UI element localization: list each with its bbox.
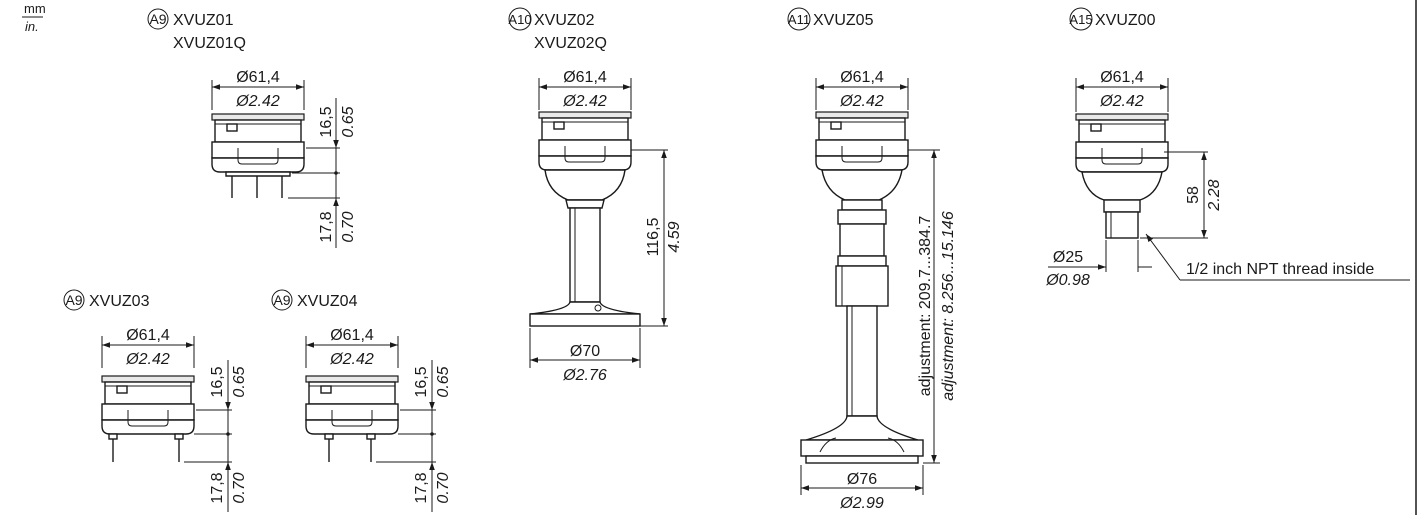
model-code: XVUZ05 <box>813 12 874 29</box>
height1-mm: 16,5 <box>318 106 335 137</box>
thread-note: 1/2 inch NPT thread inside <box>1186 261 1374 278</box>
diameter-mm: Ø61,4 <box>1100 69 1144 86</box>
diameter-mm: Ø61,4 <box>236 69 280 86</box>
model-code: XVUZ01 <box>173 12 234 29</box>
view-badge: A9 <box>149 11 166 27</box>
diameter-mm: Ø61,4 <box>330 327 374 344</box>
height2-in: 0.70 <box>340 211 357 242</box>
small-diameter-mm: Ø25 <box>1053 249 1083 266</box>
height2-mm: 17,8 <box>318 211 335 242</box>
diameter-in: Ø2.42 <box>329 351 374 368</box>
base-diameter-in: Ø2.76 <box>562 367 607 384</box>
height-in: 2.28 <box>1206 179 1223 211</box>
height1-in: 0.65 <box>340 106 357 137</box>
adjustment-mm: adjustment: 209.7...384.7 <box>917 216 934 397</box>
diameter-in: Ø2.42 <box>125 351 170 368</box>
height2-mm: 17,8 <box>413 472 430 503</box>
adjustment-in: adjustment: 8.256...15.146 <box>940 211 957 401</box>
height1-mm: 16,5 <box>413 366 430 397</box>
diameter-in: Ø2.42 <box>235 93 280 110</box>
view-a11-xvuz05: A11 XVUZ05 Ø61,4 Ø2.42 adjustment: 209.7… <box>787 7 957 512</box>
model-code: XVUZ00 <box>1095 12 1156 29</box>
height2-in: 0.70 <box>435 472 452 503</box>
view-a9-xvuz01: A9 XVUZ01 XVUZ01Q Ø61,4 Ø2.42 16,5 0.65 … <box>147 8 357 248</box>
view-badge: A10 <box>508 12 531 27</box>
unit-mm: mm <box>24 1 46 16</box>
height1-in: 0.65 <box>231 366 248 397</box>
view-a15-xvuz00: A15 XVUZ00 Ø61,4 Ø2.42 58 2.28 Ø25 Ø0.98… <box>1045 7 1410 289</box>
view-a10-xvuz02: A10 XVUZ02 XVUZ02Q Ø61,4 Ø2.42 116,5 4.5… <box>508 7 683 384</box>
height1-mm: 16,5 <box>209 366 226 397</box>
base-diameter-mm: Ø70 <box>570 343 600 360</box>
diameter-in: Ø2.42 <box>839 93 884 110</box>
height2-mm: 17,8 <box>209 472 226 503</box>
base-diameter-mm: Ø76 <box>847 471 877 488</box>
view-badge: A11 <box>788 12 810 27</box>
view-a9-xvuz03: A9 XVUZ03 Ø61,4 Ø2.42 16,5 0.65 17,8 0.7… <box>63 289 248 512</box>
view-a9-xvuz04: A9 XVUZ04 Ø61,4 Ø2.42 16,5 0.65 17,8 0.7… <box>271 289 452 512</box>
height-mm: 116,5 <box>645 217 662 256</box>
height2-in: 0.70 <box>231 472 248 503</box>
diameter-in: Ø2.42 <box>562 93 607 110</box>
height1-in: 0.65 <box>435 366 452 397</box>
diameter-mm: Ø61,4 <box>126 327 170 344</box>
height-in: 4.59 <box>666 221 683 252</box>
model-code: XVUZ04 <box>297 293 358 310</box>
diameter-mm: Ø61,4 <box>563 69 607 86</box>
unit-in: in. <box>25 19 39 34</box>
model-code: XVUZ03 <box>89 293 150 310</box>
height-mm: 58 <box>1185 186 1202 204</box>
base-diameter-in: Ø2.99 <box>839 495 884 512</box>
view-badge: A15 <box>1069 12 1092 27</box>
diameter-mm: Ø61,4 <box>840 69 884 86</box>
small-diameter-in: Ø0.98 <box>1045 272 1090 289</box>
view-badge: A9 <box>273 292 290 308</box>
model-code: XVUZ02 <box>534 12 595 29</box>
view-badge: A9 <box>65 292 82 308</box>
diameter-in: Ø2.42 <box>1099 93 1144 110</box>
model-code: XVUZ01Q <box>173 35 246 52</box>
model-code: XVUZ02Q <box>534 35 607 52</box>
